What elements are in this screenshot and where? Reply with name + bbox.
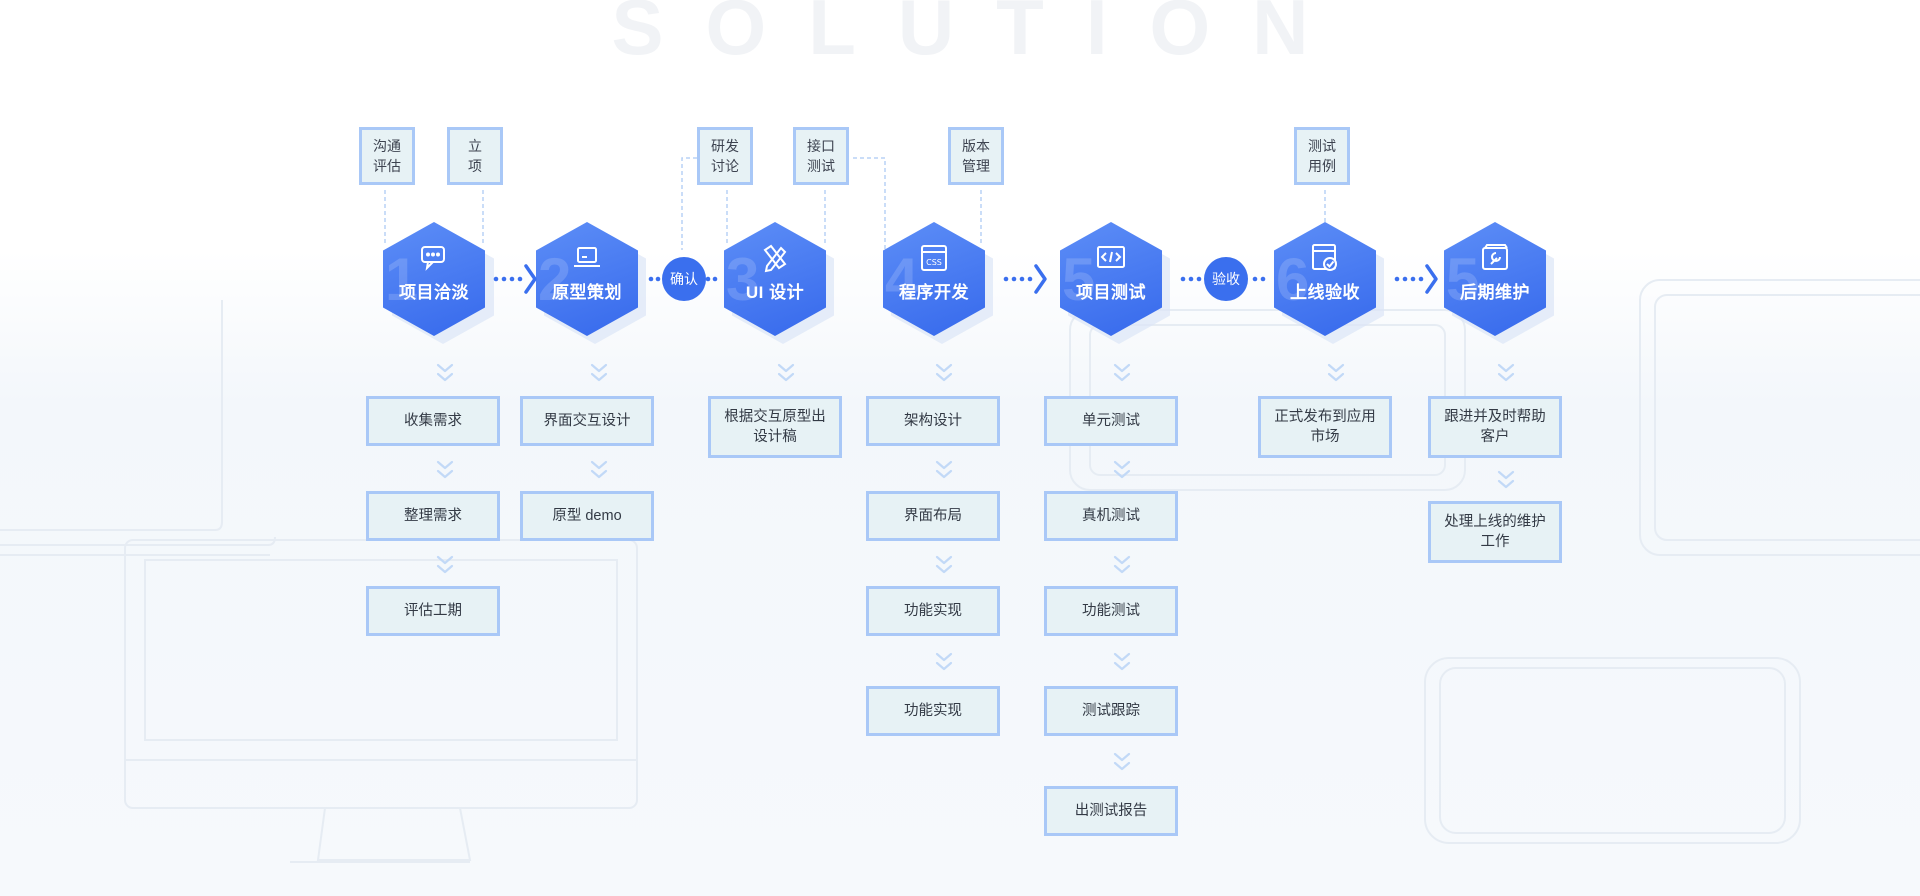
task-box: 正式发布到应用市场	[1258, 396, 1392, 458]
step-label: 程序开发	[899, 283, 969, 302]
chevron-down-icon	[436, 460, 454, 479]
chevron-down-icon	[1327, 363, 1345, 382]
chevron-down-icon	[777, 363, 795, 382]
task-box: 根据交互原型出设计稿	[708, 396, 842, 458]
step-label: 项目测试	[1076, 283, 1146, 302]
chevron-down-icon	[1113, 652, 1131, 671]
css-code-icon: CSS	[921, 245, 947, 271]
chevron-down-icon	[1113, 363, 1131, 382]
chevron-down-icon	[935, 460, 953, 479]
chat-icon	[421, 246, 445, 271]
task-box: 功能测试	[1044, 586, 1178, 636]
chevron-down-icon	[436, 363, 454, 382]
step-7-hexagon: 5 后期维护	[1444, 222, 1546, 336]
tag-testcase: 测试 用例	[1294, 127, 1350, 185]
chevron-down-icon	[935, 555, 953, 574]
chevron-down-icon	[1497, 363, 1515, 382]
step-4-hexagon: 4 CSS 程序开发	[883, 222, 985, 336]
chevron-down-icon	[1113, 460, 1131, 479]
task-box: 界面布局	[866, 491, 1000, 541]
chevron-down-icon	[935, 652, 953, 671]
step-label: 上线验收	[1290, 283, 1360, 302]
tag-communicate: 沟通 评估	[359, 127, 415, 185]
step-5-hexagon: 5 项目测试	[1060, 222, 1162, 336]
svg-text:CSS: CSS	[926, 258, 942, 267]
step-number: 5	[1446, 246, 1480, 313]
chevron-down-icon	[1113, 752, 1131, 771]
task-box: 处理上线的维护工作	[1428, 501, 1562, 563]
step-1-hexagon: 1 项目洽淡	[383, 222, 485, 336]
task-box: 整理需求	[366, 491, 500, 541]
check-window-icon	[1312, 244, 1337, 271]
chevron-down-icon	[935, 363, 953, 382]
tag-version: 版本 管理	[948, 127, 1004, 185]
accept-node: 验收	[1204, 257, 1248, 301]
step-label: 项目洽淡	[399, 283, 469, 302]
task-box: 功能实现	[866, 686, 1000, 736]
chevron-down-icon	[590, 460, 608, 479]
step-label: 原型策划	[552, 283, 622, 302]
step-3-hexagon: 3 UI 设计	[724, 222, 826, 336]
tag-api-test: 接口 测试	[793, 127, 849, 185]
task-box: 单元测试	[1044, 396, 1178, 446]
step-6-hexagon: 6 上线验收	[1274, 222, 1376, 336]
code-window-icon	[1097, 246, 1125, 268]
step-label: 后期维护	[1460, 283, 1530, 302]
tag-discuss: 研发 讨论	[697, 127, 753, 185]
step-number: 4	[885, 246, 919, 313]
task-box: 真机测试	[1044, 491, 1178, 541]
step-number: 1	[385, 246, 419, 313]
chevron-down-icon	[1113, 555, 1131, 574]
chevron-down-icon	[436, 555, 454, 574]
step-number: 2	[538, 246, 572, 313]
task-box: 界面交互设计	[520, 396, 654, 446]
wrench-window-icon	[1482, 244, 1508, 270]
step-number: 6	[1276, 246, 1310, 313]
task-box: 评估工期	[366, 586, 500, 636]
laptop-icon	[574, 247, 600, 267]
tag-establish: 立 项	[447, 127, 503, 185]
task-box: 收集需求	[366, 396, 500, 446]
design-tools-icon	[763, 244, 787, 273]
step-label: UI 设计	[745, 283, 805, 302]
chevron-down-icon	[590, 363, 608, 382]
task-box: 原型 demo	[520, 491, 654, 541]
confirm-node: 确认	[662, 257, 706, 301]
task-box: 功能实现	[866, 586, 1000, 636]
task-box: 测试跟踪	[1044, 686, 1178, 736]
task-box: 跟进并及时帮助客户	[1428, 396, 1562, 458]
watermark-title: SOLUTION	[611, 0, 1351, 71]
step-2-hexagon: 2 原型策划	[536, 222, 638, 336]
step-number: 5	[1062, 246, 1096, 313]
chevron-down-icon	[1497, 470, 1515, 489]
step-number: 3	[726, 246, 760, 313]
task-box: 架构设计	[866, 396, 1000, 446]
task-box: 出测试报告	[1044, 786, 1178, 836]
